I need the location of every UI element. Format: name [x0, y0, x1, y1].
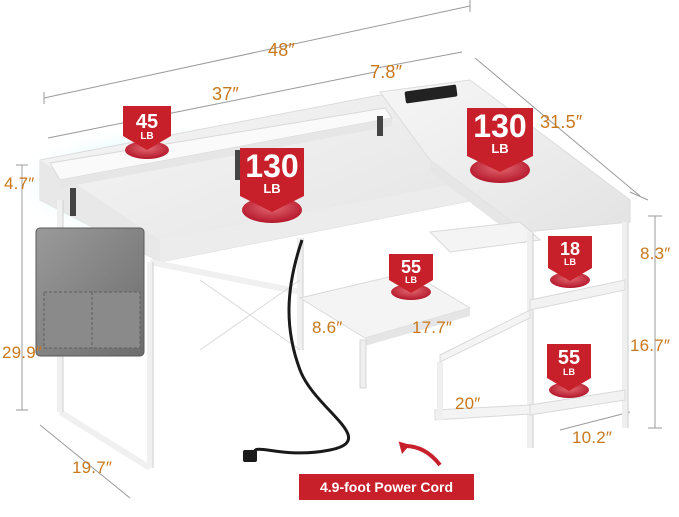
- dimension-lines: [16, 0, 662, 499]
- dim-desk-depth: 19.7″: [72, 458, 113, 477]
- badge-shapes: [123, 106, 592, 391]
- weight-unit: LB: [564, 257, 576, 267]
- dim-desk-height: 29.9″: [2, 343, 43, 362]
- plug-icon: [243, 450, 257, 462]
- weight-value: 55: [400, 257, 422, 277]
- weight-value: 45: [135, 111, 159, 133]
- weight-unit: LB: [140, 131, 154, 142]
- power-cord-label: 4.9-foot Power Cord: [299, 474, 474, 500]
- dim-main-width: 37″: [212, 84, 239, 104]
- arrow-icon: [404, 444, 442, 467]
- dim-riser-height: 4.7″: [4, 174, 35, 193]
- weight-value: 130: [245, 148, 299, 184]
- dim-shelf-width: 10.2″: [572, 428, 613, 447]
- dim-shelf-depth: 7.8″: [370, 62, 403, 82]
- weight-badge: 45 LB: [123, 112, 171, 142]
- dim-middle-shelf-width: 17.7″: [412, 318, 453, 337]
- dim-upper-shelf-gap: 8.3″: [640, 244, 671, 263]
- weight-value: 18: [559, 239, 581, 259]
- weight-badge: 55 LB: [547, 348, 591, 377]
- weight-value: 55: [557, 347, 581, 369]
- side-shelf-unit: [434, 222, 629, 448]
- dim-total-width: 48″: [268, 40, 295, 60]
- dim-return-length: 31.5″: [540, 112, 583, 132]
- weight-unit: LB: [263, 181, 281, 196]
- weight-unit: LB: [405, 275, 417, 285]
- power-strip: [404, 84, 458, 104]
- weight-badge: 130 LB: [240, 150, 304, 195]
- dim-middle-shelf-depth: 8.6″: [312, 318, 343, 337]
- storage-bag: [35, 227, 145, 357]
- weight-badge: 18 LB: [548, 240, 592, 267]
- weight-badge: 55 LB: [389, 258, 433, 285]
- weight-unit: LB: [563, 367, 575, 377]
- weight-badge: 130 LB: [467, 110, 533, 155]
- dim-return-depth: 20″: [455, 394, 481, 413]
- dim-lower-shelf-gap: 16.7″: [630, 336, 671, 355]
- power-cord: [252, 239, 350, 456]
- weight-unit: LB: [491, 141, 509, 156]
- weight-value: 130: [473, 108, 527, 144]
